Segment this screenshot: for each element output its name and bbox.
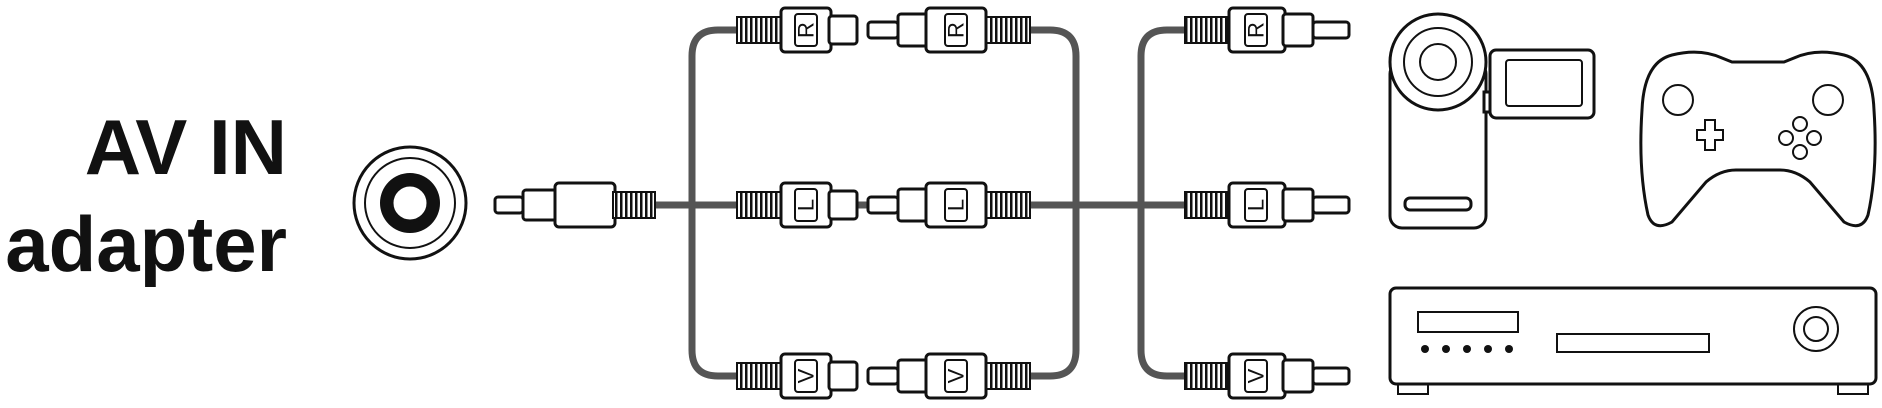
rca-plug-l-3: L bbox=[1184, 181, 1351, 229]
plug-label: R bbox=[794, 22, 819, 38]
rca-plug-l-1: L bbox=[736, 181, 859, 229]
title-line-2: adapter bbox=[5, 200, 287, 288]
plug-label: V bbox=[794, 368, 819, 383]
plug-label: R bbox=[1244, 22, 1269, 38]
av-in-jack-icon bbox=[352, 145, 468, 261]
camcorder-icon bbox=[1388, 12, 1596, 230]
rca-plug-v-3: V bbox=[1184, 352, 1351, 400]
title-line-1: AV IN bbox=[84, 103, 287, 191]
rca-plug-v-2: V bbox=[866, 352, 1031, 400]
adapter-plug-icon bbox=[493, 181, 656, 229]
rca-plug-r-3: R bbox=[1184, 6, 1351, 54]
dvd-player-icon bbox=[1388, 286, 1878, 395]
plug-label: V bbox=[1244, 368, 1269, 383]
rca-plug-r-2: R bbox=[866, 6, 1031, 54]
rca-plug-l-2: L bbox=[866, 181, 1031, 229]
game-controller-icon bbox=[1639, 50, 1877, 228]
rca-plug-v-1: V bbox=[736, 352, 859, 400]
rca-plug-r-1: R bbox=[736, 6, 859, 54]
plug-label: R bbox=[944, 22, 969, 38]
plug-label: L bbox=[794, 199, 819, 211]
plug-label: L bbox=[1244, 199, 1269, 211]
plug-label: V bbox=[944, 368, 969, 383]
plug-label: L bbox=[944, 199, 969, 211]
